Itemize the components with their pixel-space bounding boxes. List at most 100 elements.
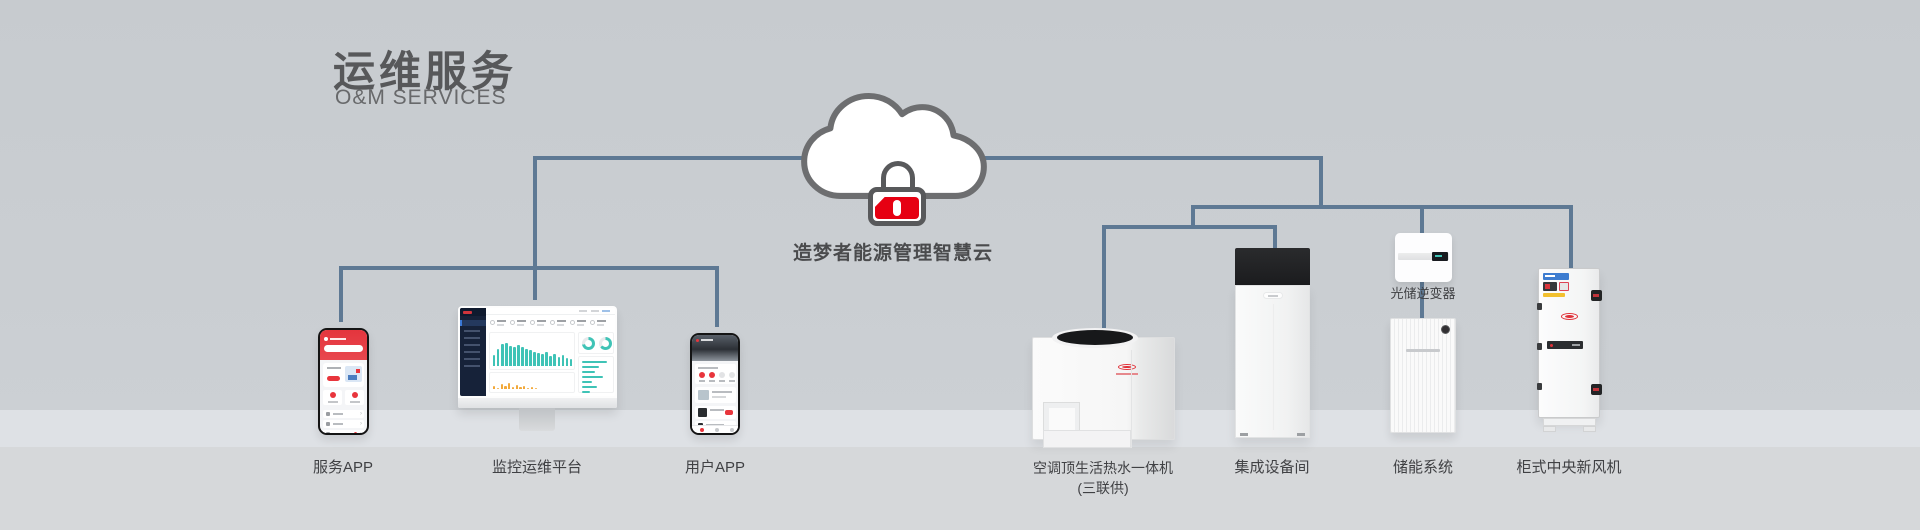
news-card [695, 387, 736, 403]
fan-opening [1057, 330, 1133, 345]
user-app-header-photo [692, 335, 738, 361]
page-subtitle: O&M SERVICES [335, 86, 507, 109]
search-input [324, 345, 363, 352]
control-panel [1547, 341, 1583, 349]
cabinet-foot [1297, 433, 1305, 436]
cabinet-top-panel [1235, 248, 1310, 285]
stat-card [570, 319, 587, 329]
list-item: › [323, 430, 364, 433]
connector-cloud-right [940, 156, 1323, 160]
app-title-bar [330, 338, 346, 340]
stat-card [490, 319, 507, 329]
banner-text [327, 367, 341, 369]
service-banner-card [323, 363, 364, 387]
imac-monitor [458, 306, 617, 408]
secondary-bar-chart [489, 372, 575, 393]
label-pv-inverter: 光储逆变器 [1390, 286, 1456, 301]
inverter-band [1398, 253, 1449, 260]
cabinet-body [1235, 285, 1310, 438]
label-service-app: 服务APP [312, 459, 374, 476]
donut-chart-card [578, 332, 614, 354]
base-recess [1043, 430, 1131, 448]
connector-monitor [533, 156, 537, 300]
hvac-unit [1032, 328, 1175, 448]
fresh-air-foot [1543, 426, 1556, 432]
connector-fresh-air [1569, 205, 1573, 269]
hvac-label-line2: (三联供) [1077, 480, 1129, 496]
connector-user-app [715, 266, 719, 327]
label-user-app: 用户APP [684, 459, 746, 476]
page-title: 运维服务 [333, 48, 518, 95]
banner-button [327, 376, 340, 381]
info-sticker-yellow [1543, 293, 1565, 297]
stat-card [510, 319, 527, 329]
imac-chin [458, 398, 617, 408]
info-sticker-blue [1543, 273, 1569, 280]
panel-seam [1131, 350, 1132, 448]
inverter-display [1432, 252, 1448, 261]
phone-user-app [690, 333, 740, 435]
stat-card [530, 319, 547, 329]
label-equipment-room: 集成设备间 [1234, 459, 1310, 476]
brand-logo-icon [1561, 313, 1578, 320]
banner-illustration [345, 366, 362, 382]
connector-cloud-left [535, 156, 855, 160]
stat-card [550, 319, 567, 329]
cloud-icon [801, 92, 987, 199]
dashboard-screen [460, 308, 615, 396]
quick-action-card [323, 390, 342, 405]
fresh-air-base [1543, 418, 1596, 426]
list-item: › [323, 420, 364, 428]
info-sticker-dark [1543, 282, 1557, 291]
quick-action-card [345, 390, 364, 405]
connector-storage [1420, 280, 1424, 320]
door-handle [1591, 384, 1602, 395]
donut-chart [582, 337, 595, 350]
hbar-chart-card [578, 356, 614, 394]
dashboard-sidebar [460, 308, 486, 396]
equipment-room-cabinet [1235, 248, 1310, 438]
user-app-screen [692, 335, 738, 433]
label-hvac-unit: 空调顶生活热水一体机 (三联供) [1033, 458, 1173, 498]
connector-right-drop [1319, 156, 1323, 209]
fresh-air-cabinet [1537, 268, 1602, 418]
hinge [1537, 343, 1542, 350]
connector-hvac [1102, 225, 1106, 328]
dashboard-logo [460, 308, 486, 316]
hinge [1537, 383, 1542, 390]
device-card [695, 421, 736, 428]
pv-inverter-unit [1395, 233, 1452, 282]
stat-card [590, 319, 607, 329]
connector-equipment-room [1273, 225, 1277, 250]
lock-keyhole [893, 199, 901, 216]
lock-shackle-icon [881, 161, 915, 193]
list-item: › [323, 410, 364, 418]
door-handle [1591, 290, 1602, 301]
bottom-nav [692, 425, 738, 433]
service-app-screen: › › › [320, 330, 367, 433]
connector-inverter [1420, 205, 1424, 235]
connector-service-app [339, 266, 343, 322]
cabinet-foot [1240, 433, 1248, 436]
bar-chart [489, 332, 575, 370]
hinge [1537, 303, 1542, 310]
imac-stand [519, 408, 555, 431]
label-monitor-platform: 监控运维平台 [491, 459, 583, 476]
info-sticker-red [1559, 282, 1569, 291]
cloud-label: 造梦者能源管理智慧云 [792, 243, 994, 264]
dashboard-topbar [486, 308, 615, 315]
app-logo-icon [324, 337, 328, 341]
connector-sub-branch [1102, 225, 1277, 229]
connector-sub-drop [1191, 205, 1195, 229]
phone-service-app: › › › [318, 328, 369, 435]
hvac-label-line1: 空调顶生活热水一体机 [1033, 460, 1173, 476]
sidebar-item-active [460, 320, 486, 326]
brand-badge [1262, 292, 1283, 299]
lock-icon [868, 187, 926, 226]
label-fresh-air: 柜式中央新风机 [1516, 459, 1622, 476]
floor-band [0, 447, 1920, 530]
device-card [695, 406, 736, 419]
storage-knob [1441, 325, 1450, 334]
door-seam [1272, 304, 1274, 430]
connector-left-branch [339, 266, 719, 270]
